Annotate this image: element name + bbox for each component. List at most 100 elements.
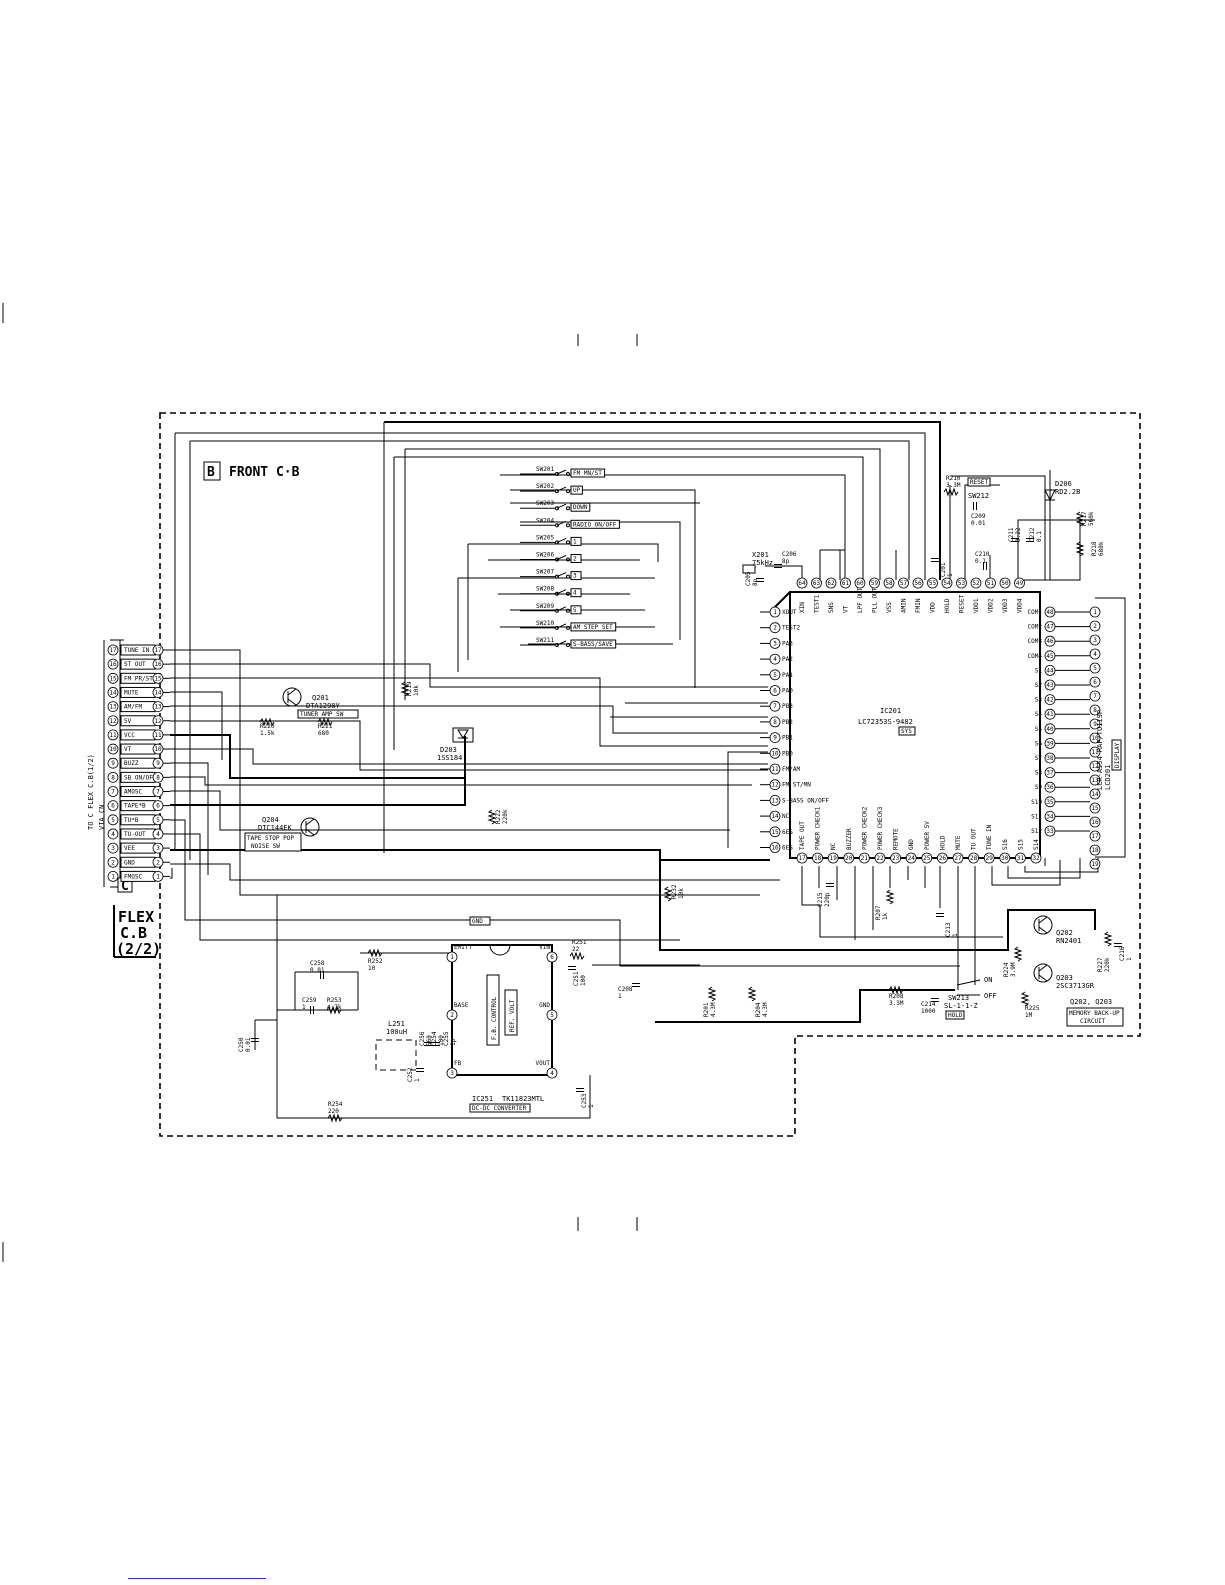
flex-pin-left-circle [107,842,119,854]
flex-pin-right-number: 6 [156,803,160,810]
c255-value: 1p [450,1038,457,1046]
lcd-pin-number: 3 [1093,637,1097,644]
ic201-pin-number: 53 [958,580,966,587]
c252-value: 1 [414,1078,421,1082]
ic201-pin-circle [812,852,823,864]
ic201-pin-circle [1014,577,1025,589]
flex-pin-label: TAPE*B [124,803,146,810]
ic201-pin-number: 41 [1046,711,1054,718]
flex-pin-right-number: 8 [156,774,160,781]
svg-text:TUNER AMP SW: TUNER AMP SW [300,711,344,718]
switch-ref: SW203 [536,500,554,507]
flex-pin-right-number: 7 [156,789,160,796]
ic251-pin-number: 4 [550,1070,554,1077]
flex-pin-left-number: 10 [109,746,117,753]
ic201-pin-label: PA0 [782,688,793,695]
ic201-pin-number: 42 [1046,697,1054,704]
r221-ref: R221 [318,723,333,730]
flex-pin-left-circle [107,644,119,656]
ic201-pin-number: 21 [861,855,869,862]
svg-text:CIRCUIT: CIRCUIT [1080,1018,1106,1025]
ic201-pin-label: VDD [930,602,937,613]
ic201-pin-number: 6 [773,688,777,695]
switch-label: UP [573,487,581,494]
board-title-text: FRONT C·B [229,465,300,480]
switch-ref: SW206 [536,552,554,559]
flex-line3: (2/2) [116,940,161,958]
svg-text:100uH: 100uH [386,1028,407,1036]
flex-pin-label: VT [124,746,132,753]
svg-text:2SC3713GR: 2SC3713GR [1056,982,1095,990]
ic201-pin-label: S10 [1031,799,1042,806]
ic201-pin-circle [827,852,839,864]
flex-pin-right-number: 10 [154,746,162,753]
lcd-pin: 3 [1089,634,1101,646]
ic201-pin-number: 49 [1016,580,1024,587]
flex-pin-label: TUNE IN [124,647,150,654]
lcd-pin-number: 17 [1091,833,1099,840]
lcd-pin-number: 10 [1091,735,1099,742]
svg-text:D206: D206 [1055,480,1072,488]
lcd-pin-circle [1089,788,1101,800]
lcd-pin: 15 [1089,802,1101,814]
c216-ref: C216 [1119,946,1126,961]
ic201-pin-label: POWER CHECK3 [877,806,884,850]
ic201-pin-label: TU OUT [971,828,978,850]
lcd-pin-number: 12 [1091,763,1099,770]
c258-ref: C258 [310,960,325,967]
lcd-pin: 17 [1089,830,1101,842]
r208-value: 3.3M [889,1000,904,1007]
ic201-pin-label: SNS [828,602,835,613]
c206-ref: C206 [782,551,797,558]
flex-pin-left-circle [107,729,119,741]
ic201-pin-label: AMIN [901,598,908,613]
lcd-pin-circle [1089,662,1101,674]
ic201-pin-label: VSS [886,602,893,613]
flex-pin-label: SB ON/OFF [124,774,157,781]
r204-ref: R204 [755,1002,762,1017]
r254-value: 220 [328,1108,339,1115]
switch-ref: SW201 [536,466,554,473]
ic201-pin-number: 14 [771,813,779,820]
flex-pin-left-circle [107,786,119,797]
ic251-pin-circle [446,1067,458,1079]
ic201-pin-number: 29 [986,855,994,862]
ic201-pin-label: S12 [1031,828,1042,835]
flex-pin-left-number: 3 [111,845,115,852]
c251-ref: C251 [573,971,580,986]
r201-value: 4.3M [710,1002,717,1017]
r251-value: 22 [572,946,580,953]
ic201-pin-label: BUZZER [846,828,853,850]
lcd-pin-circle [1089,816,1101,828]
flex-pin-right-number: 1 [156,873,160,880]
c201-ref: C201 [940,562,947,577]
lcd-pin-number: 18 [1091,847,1099,854]
r222-ref: R222 [495,809,502,824]
